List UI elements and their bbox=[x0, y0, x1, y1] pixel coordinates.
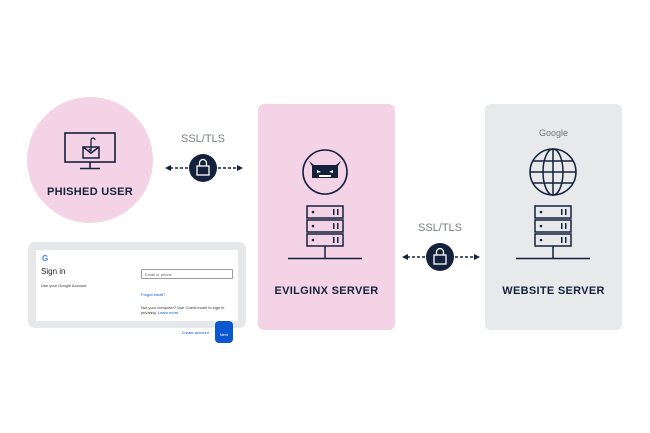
google-signin-card: G Sign in Use your Google Account Email … bbox=[28, 242, 246, 343]
monitor-phishing-icon bbox=[64, 132, 116, 170]
learn-more-link[interactable]: Learn more bbox=[157, 310, 179, 315]
evilginx-logo-icon bbox=[302, 149, 348, 195]
signin-title: Sign in bbox=[41, 267, 66, 276]
email-placeholder: Email or phone bbox=[145, 271, 172, 277]
next-label: Next bbox=[219, 332, 228, 337]
evilginx-server-icon bbox=[288, 149, 362, 260]
guest-note-row: Not your computer? Use Guest mode to sig… bbox=[141, 305, 233, 315]
ssl-connection-right bbox=[402, 243, 480, 271]
create-account-button[interactable]: Create account bbox=[181, 329, 209, 335]
signin-form: Email or phone Forgot email? Not your co… bbox=[141, 269, 233, 343]
phished-user-node bbox=[27, 97, 153, 223]
forgot-email-link[interactable]: Forgot email? bbox=[141, 292, 166, 297]
phished-user-label: PHISHED USER bbox=[46, 186, 134, 198]
evilginx-server-label: EVILGINX SERVER bbox=[274, 285, 379, 297]
signin-buttons: Create account Next bbox=[141, 321, 233, 343]
lock-icon bbox=[426, 243, 454, 271]
ssl-tls-label-right: SSL/TLS bbox=[417, 222, 463, 234]
guest-note: Not your computer? Use Guest mode to sig… bbox=[141, 305, 225, 315]
website-server-label: WEBSITE SERVER bbox=[502, 285, 605, 297]
ssl-connection-left bbox=[165, 154, 243, 182]
evilginx-server-panel bbox=[258, 104, 395, 330]
website-server-panel bbox=[485, 104, 622, 330]
email-input[interactable]: Email or phone bbox=[141, 269, 233, 279]
lock-icon bbox=[189, 154, 217, 182]
globe-icon bbox=[516, 148, 590, 260]
signin-subtitle: Use your Google Account bbox=[41, 283, 87, 288]
ssl-tls-label: SSL/TLS bbox=[180, 133, 226, 145]
website-server-icon bbox=[516, 148, 590, 260]
next-button[interactable]: Next bbox=[214, 321, 233, 343]
google-logo-text: Google bbox=[538, 128, 569, 138]
google-g-icon: G bbox=[42, 254, 49, 263]
